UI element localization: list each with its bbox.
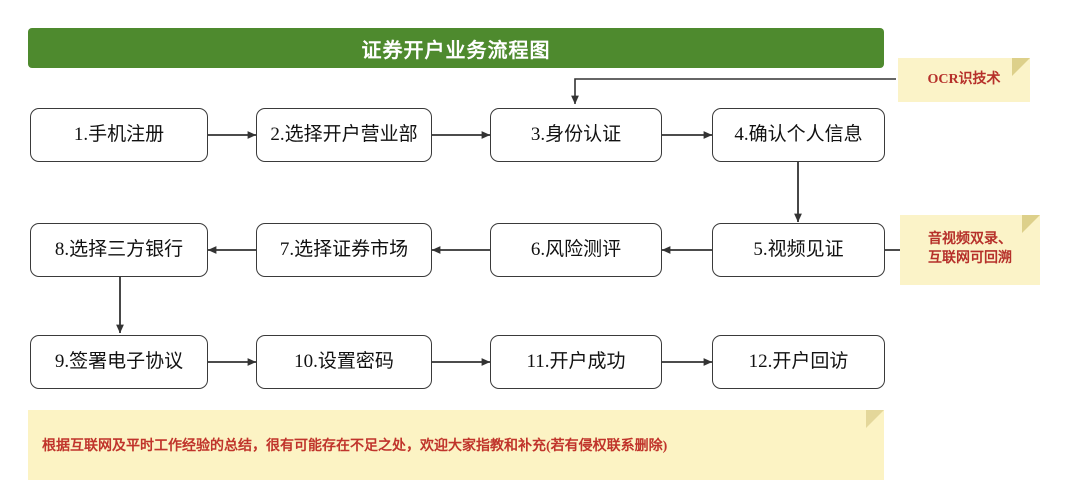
flow-node-3[interactable]: 3.身份认证 (490, 108, 662, 162)
flow-node-1[interactable]: 1.手机注册 (30, 108, 208, 162)
note-fold-corner-icon (1012, 58, 1030, 76)
flow-node-label: 9.签署电子协议 (54, 350, 184, 372)
flow-node-4[interactable]: 4.确认个人信息 (712, 108, 885, 162)
flow-node-label: 8.选择三方银行 (54, 238, 184, 260)
flow-node-label: 12.开户回访 (748, 350, 849, 372)
flow-node-12[interactable]: 12.开户回访 (712, 335, 885, 389)
note-ocr: OCR识技术 (898, 58, 1030, 102)
flow-node-8[interactable]: 8.选择三方银行 (30, 223, 208, 277)
flow-node-7[interactable]: 7.选择证券市场 (256, 223, 432, 277)
flow-node-label: 10.设置密码 (294, 350, 394, 372)
flow-node-label: 4.确认个人信息 (734, 123, 863, 145)
note-video-text: 音视频双录、 互联网可回溯 (928, 232, 1012, 266)
flow-node-label: 1.手机注册 (73, 123, 165, 145)
flow-node-label: 11.开户成功 (526, 350, 626, 372)
flow-node-6[interactable]: 6.风险测评 (490, 223, 662, 277)
flow-node-label: 6.风险测评 (530, 238, 622, 260)
flow-node-label: 5.视频见证 (753, 238, 844, 260)
flow-node-10[interactable]: 10.设置密码 (256, 335, 432, 389)
page-title: 证券开户业务流程图 (361, 39, 551, 62)
flow-node-5[interactable]: 5.视频见证 (712, 223, 885, 277)
arrow-ocr-note-n3 (571, 78, 896, 105)
flow-node-label: 7.选择证券市场 (279, 238, 409, 260)
flow-node-label: 3.身份认证 (530, 123, 622, 145)
diagram-title-banner: 证券开户业务流程图 (28, 28, 884, 68)
note-fold-corner-icon (1022, 215, 1040, 233)
note-video: 音视频双录、 互联网可回溯 (900, 215, 1040, 285)
note-footer-disclaimer: 根据互联网及平时工作经验的总结，很有可能存在不足之处，欢迎大家指教和补充(若有侵… (28, 410, 884, 480)
note-footer-text: 根据互联网及平时工作经验的总结，很有可能存在不足之处，欢迎大家指教和补充(若有侵… (42, 439, 668, 454)
note-ocr-text: OCR识技术 (927, 71, 1001, 87)
flow-node-label: 2.选择开户营业部 (270, 123, 418, 145)
note-fold-corner-icon (866, 410, 884, 428)
flow-node-2[interactable]: 2.选择开户营业部 (256, 108, 432, 162)
flow-node-9[interactable]: 9.签署电子协议 (30, 335, 208, 389)
flow-node-11[interactable]: 11.开户成功 (490, 335, 662, 389)
